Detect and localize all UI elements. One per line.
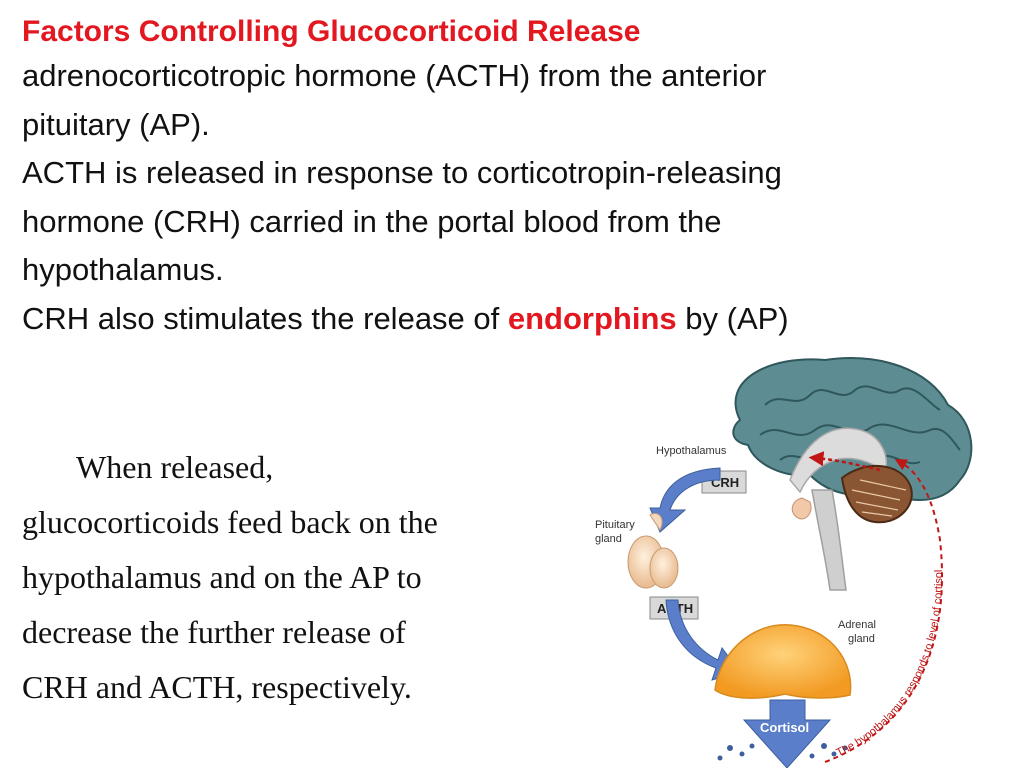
endorphins-highlight: endorphins: [507, 300, 677, 336]
crh-arrow: [649, 467, 721, 533]
paragraph-line: ACTH is released in response to corticot…: [22, 155, 782, 190]
paragraph-acth-source: adrenocorticotropic hormone (ACTH) from …: [22, 52, 982, 149]
pituitary-label: Pituitary: [595, 519, 635, 531]
feedback-curve: [824, 459, 944, 763]
adrenal-label: Adrenal: [838, 619, 876, 631]
pituitary-label-line2: gland: [595, 533, 622, 545]
feedback-line: hypothalamus and on the AP to: [22, 559, 422, 595]
hpa-axis-diagram: Hypothalamus CRH Pituitary gland ACTH Ad…: [580, 350, 1024, 768]
hpa-axis-illustration: Hypothalamus CRH Pituitary gland ACTH Ad…: [595, 357, 973, 768]
feedback-line: CRH and ACTH, respectively.: [22, 669, 412, 705]
feedback-curve-label: The hypothalamus responds to level of co…: [834, 570, 945, 760]
slide-title: Factors Controlling Glucocorticoid Relea…: [22, 15, 641, 48]
paragraph-text: CRH also stimulates the release of: [22, 300, 508, 336]
paragraph-line: adrenocorticotropic hormone (ACTH) from …: [22, 58, 767, 93]
feedback-paragraph: When released, glucocorticoids feed back…: [22, 440, 562, 715]
cortisol-arrow: [742, 699, 832, 768]
feedback-line: decrease the further release of: [22, 614, 406, 650]
paragraph-crh: ACTH is released in response to corticot…: [22, 149, 982, 295]
paragraph-text: by (AP): [676, 300, 789, 336]
paragraph-endorphins: CRH also stimulates the release of endor…: [22, 295, 982, 344]
hypothalamus-label: Hypothalamus: [656, 445, 727, 457]
paragraph-line: hormone (CRH) carried in the portal bloo…: [22, 203, 722, 239]
slide-text-block: Factors Controlling Glucocorticoid Relea…: [22, 12, 982, 343]
brain-illustration: [732, 357, 973, 591]
feedback-line: When released,: [76, 449, 274, 485]
acth-arrow: [665, 599, 741, 681]
feedback-line: glucocorticoids feed back on the: [22, 504, 438, 540]
paragraph-line: pituitary (AP).: [22, 106, 210, 142]
cortisol-molecules: [717, 743, 848, 761]
pituitary-gland: [627, 513, 679, 589]
cortisol-label: Cortisol: [760, 720, 809, 735]
adrenal-label-line2: gland: [848, 633, 875, 645]
adrenal-gland: [714, 624, 852, 699]
paragraph-line: hypothalamus.: [22, 252, 224, 287]
